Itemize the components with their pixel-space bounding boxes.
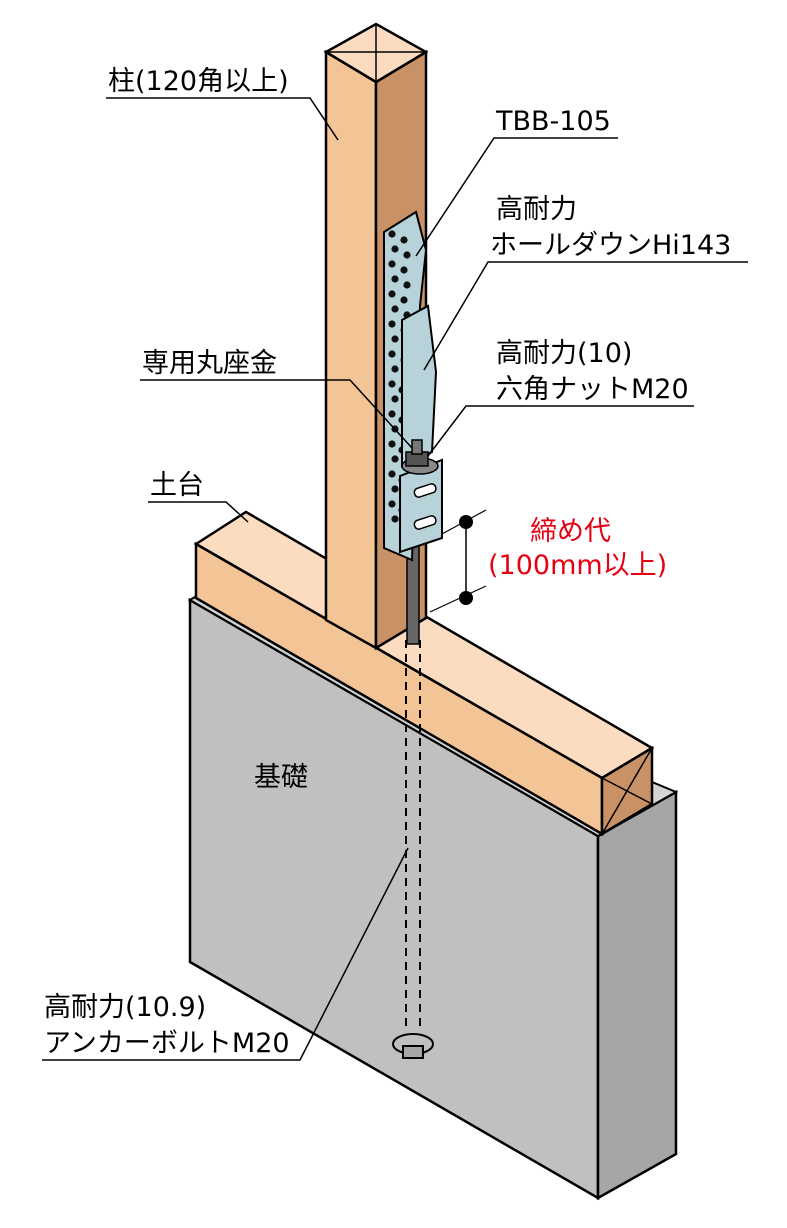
leader-anchor: [42, 847, 409, 1061]
leader-washer: [140, 379, 413, 449]
plate-hole: [388, 470, 396, 478]
leader-tbb: [415, 137, 618, 257]
dimension-dot-bottom: [459, 591, 473, 605]
label-foundation: 基礎: [254, 762, 308, 793]
plate-hole: [400, 266, 408, 274]
leader-column: [106, 97, 339, 141]
plate-hole: [388, 320, 396, 328]
plate-hole: [388, 290, 396, 298]
plate-hole: [391, 365, 399, 373]
holddown-slot-2: [413, 515, 437, 530]
holddown-body: [399, 304, 443, 554]
plate-hole: [391, 395, 399, 403]
label-margin-2: (100mm以上): [488, 550, 667, 581]
plate-hole: [391, 245, 399, 253]
plate-hole: [400, 296, 408, 304]
margin-dimension: [429, 509, 487, 613]
sill: [193, 510, 655, 837]
plate-hole: [403, 281, 411, 289]
label-washer: 専用丸座金: [142, 348, 277, 379]
leader-sill: [148, 501, 249, 523]
plate-hole: [391, 485, 399, 493]
plate-hole: [388, 380, 396, 388]
label-nut-1: 高耐力(10): [496, 338, 632, 369]
washer-and-nut: [401, 439, 439, 475]
dimension-dot-top: [459, 515, 473, 529]
foundation-side: [596, 789, 678, 1201]
label-holddown-2: ホールダウンHi143: [490, 230, 731, 261]
plate-hole: [391, 305, 399, 313]
plate-hole: [391, 515, 399, 523]
plate-hole: [391, 275, 399, 283]
label-tbb: TBB-105: [495, 106, 611, 137]
plate-hole: [388, 410, 396, 418]
leader-nut: [427, 405, 694, 457]
label-anchor-1: 高耐力(10.9): [44, 992, 206, 1023]
plate-hole: [403, 251, 411, 259]
plate-hole: [388, 230, 396, 238]
plate-hole: [388, 440, 396, 448]
label-margin-1: 締め代: [530, 516, 611, 547]
plate-hole: [388, 260, 396, 268]
sill-end-cross-2: [601, 747, 653, 835]
label-sill: 土台: [150, 470, 204, 501]
label-nut-2: 六角ナットM20: [496, 374, 689, 405]
label-column: 柱(120角以上): [108, 66, 289, 97]
anchor-bolt-embedded: [392, 640, 434, 1059]
plate-hole: [391, 455, 399, 463]
leader-lines: [42, 97, 748, 1061]
label-holddown-1: 高耐力: [496, 194, 577, 225]
anchor-nut-bottom: [402, 1045, 424, 1059]
label-anchor-2: アンカーボルトM20: [44, 1028, 290, 1059]
column-front: [324, 49, 378, 651]
plate-hole: [388, 350, 396, 358]
bolt-tip: [411, 439, 423, 455]
leader-holddown: [423, 261, 748, 371]
plate-hole: [400, 236, 408, 244]
plate-hole: [388, 500, 396, 508]
plate-hole: [391, 335, 399, 343]
holddown-slot-1: [413, 483, 437, 498]
